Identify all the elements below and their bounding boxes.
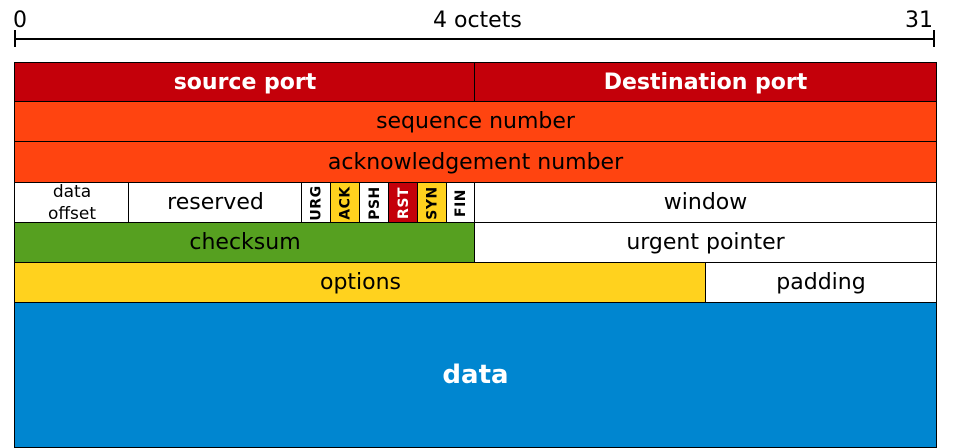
data-offset-label-line2: offset <box>47 204 97 224</box>
sequence-number-field: sequence number <box>14 101 937 143</box>
flag-syn-label: SYN <box>424 186 441 220</box>
data-label: data <box>442 360 509 390</box>
padding-label: padding <box>776 270 866 295</box>
ruler-line <box>15 38 934 40</box>
options-field: options <box>14 262 707 304</box>
source-port-label: source port <box>173 69 317 95</box>
acknowledgement-number-field: acknowledgement number <box>14 141 937 184</box>
ruler-start-label: 0 <box>13 8 27 33</box>
ruler-tick-right <box>933 30 935 47</box>
flag-ack-label: ACK <box>337 186 354 220</box>
options-label: options <box>319 270 402 295</box>
ruler-width-label: 4 octets <box>433 8 522 33</box>
flag-psh: PSH <box>359 182 390 224</box>
urgent-pointer-field: urgent pointer <box>474 222 937 264</box>
reserved-field: reserved <box>128 182 303 224</box>
window-label: window <box>663 190 748 215</box>
flag-fin-label: FIN <box>453 189 469 217</box>
flag-psh-label: PSH <box>366 186 383 220</box>
checksum-field: checksum <box>14 222 476 264</box>
flag-urg-label: URG <box>308 185 325 221</box>
flag-urg: URG <box>301 182 332 224</box>
flag-fin: FIN <box>446 182 476 224</box>
source-port-field: source port <box>14 62 476 103</box>
padding-field: padding <box>705 262 937 304</box>
reserved-label: reserved <box>167 190 264 215</box>
urgent-pointer-label: urgent pointer <box>626 230 785 255</box>
sequence-number-label: sequence number <box>376 109 575 134</box>
ruler-end-label: 31 <box>905 8 933 33</box>
destination-port-label: Destination port <box>603 69 808 95</box>
destination-port-field: Destination port <box>474 62 937 103</box>
flag-ack: ACK <box>330 182 361 224</box>
window-field: window <box>474 182 937 224</box>
flag-rst-label: RST <box>395 187 412 219</box>
flag-rst: RST <box>388 182 419 224</box>
checksum-label: checksum <box>189 230 301 255</box>
data-offset-field: data offset <box>14 182 130 224</box>
flag-syn: SYN <box>417 182 448 224</box>
acknowledgement-number-label: acknowledgement number <box>327 149 624 175</box>
data-offset-label-line1: data <box>52 182 92 202</box>
data-field: data <box>14 302 937 448</box>
